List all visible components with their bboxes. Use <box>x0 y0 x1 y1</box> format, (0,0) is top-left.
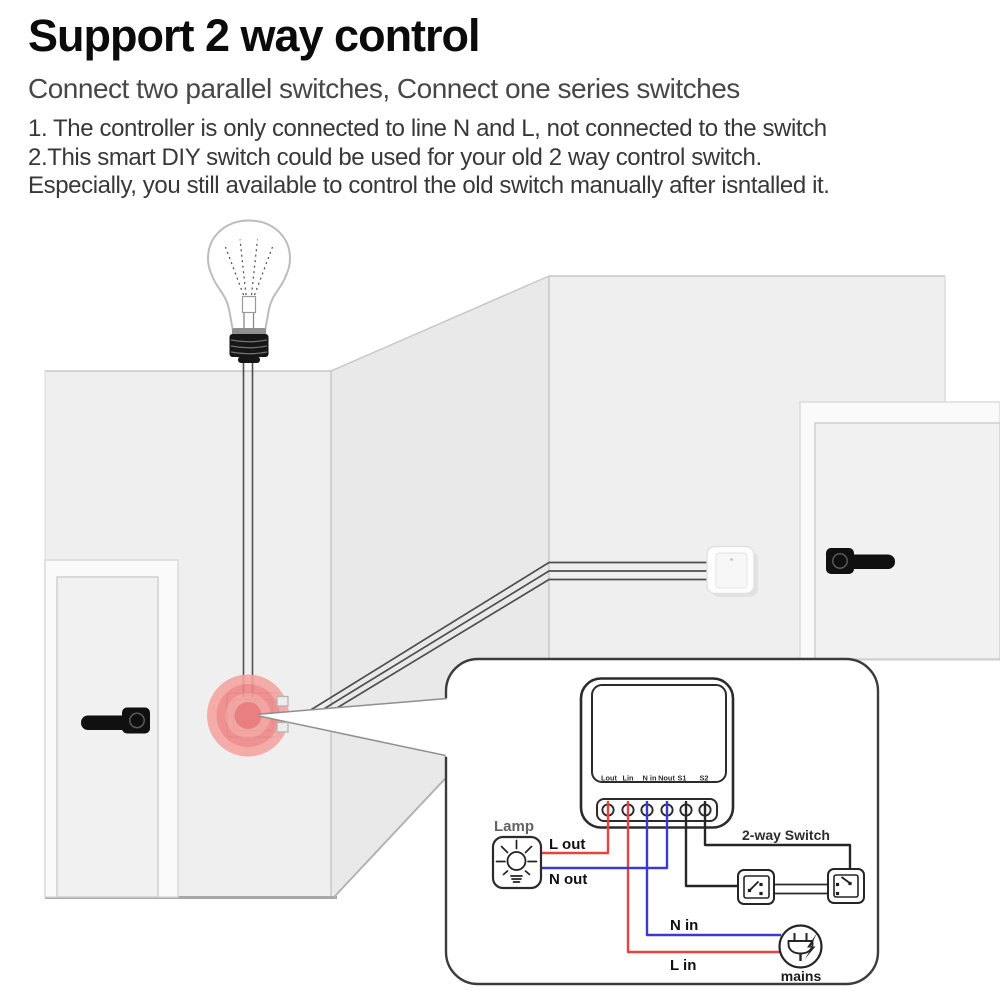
terminal-label-s1: S1 <box>677 774 686 783</box>
left-door-handle-icon <box>81 707 150 734</box>
n-in-label: N in <box>670 917 698 934</box>
terminal-label-row: Lout Lin N in Nout S1 S2 <box>601 774 709 783</box>
bulb-screw-base <box>229 328 269 363</box>
lamp-label: Lamp <box>494 818 534 835</box>
terminal-label-nout: Nout <box>658 774 675 783</box>
junction-tab-top <box>276 695 289 707</box>
bulb-filament <box>224 239 274 296</box>
switch-wire-1 <box>308 561 707 712</box>
wire-s2 <box>703 801 852 883</box>
note-line-1: 1. The controller is only connected to l… <box>28 115 827 142</box>
junction-tab-bottom <box>276 721 289 733</box>
terminal-label-lout: Lout <box>601 774 618 783</box>
wire-l-in <box>626 801 780 954</box>
page-title: Support 2 way control <box>28 10 481 61</box>
switch-wire-2 <box>317 570 707 714</box>
l-out-label: L out <box>549 836 585 853</box>
switch-wire-3 <box>326 578 707 715</box>
left-door <box>44 559 179 898</box>
right-door-handle-icon <box>826 548 895 574</box>
highlight-rings-icon <box>207 674 289 757</box>
right-door-panel <box>814 422 1000 660</box>
terminal-label-lin: Lin <box>622 774 634 783</box>
wire-l-out <box>541 801 610 855</box>
mains-label: mains <box>781 968 822 984</box>
mains-circle <box>778 924 823 969</box>
wall-switch-wiring <box>308 545 758 715</box>
light-bulb <box>206 219 292 697</box>
header: Support 2 way control Connect two parall… <box>28 10 988 201</box>
note-line-2: 2.This smart DIY switch could be used fo… <box>28 143 762 171</box>
two-way-switch-label: 2-way Switch <box>742 827 830 843</box>
switch-symbol-right <box>827 868 865 904</box>
right-door <box>799 401 1000 661</box>
two-way-switches: 2-way Switch <box>737 827 865 905</box>
terminal-label-nin: N in <box>643 774 657 783</box>
lamp: Lamp L out N out <box>491 818 587 890</box>
mains-supply: mains <box>778 924 823 984</box>
module-screen <box>591 684 727 783</box>
n-out-label: N out <box>549 871 587 888</box>
wire-s1 <box>684 801 739 888</box>
terminal-label-s2: S2 <box>699 774 708 783</box>
inset-wires <box>541 801 852 954</box>
wire-n-in <box>645 801 781 937</box>
wire-n-out <box>541 801 669 870</box>
plug-icon <box>787 933 814 961</box>
note-line-3: Especially, you still available to contr… <box>28 172 830 199</box>
left-door-panel <box>56 576 159 898</box>
switch-symbol-left <box>737 869 775 905</box>
wall-switch-rocker <box>715 552 748 589</box>
callout-wedge <box>257 695 452 758</box>
lamp-bulb-icon <box>495 839 538 883</box>
subtitle: Connect two parallel switches, Connect o… <box>28 73 740 104</box>
bulb-glass-icon <box>206 219 292 335</box>
l-in-label: L in <box>670 957 696 974</box>
smart-switch-module: Lout Lin N in Nout S1 S2 <box>579 677 735 829</box>
